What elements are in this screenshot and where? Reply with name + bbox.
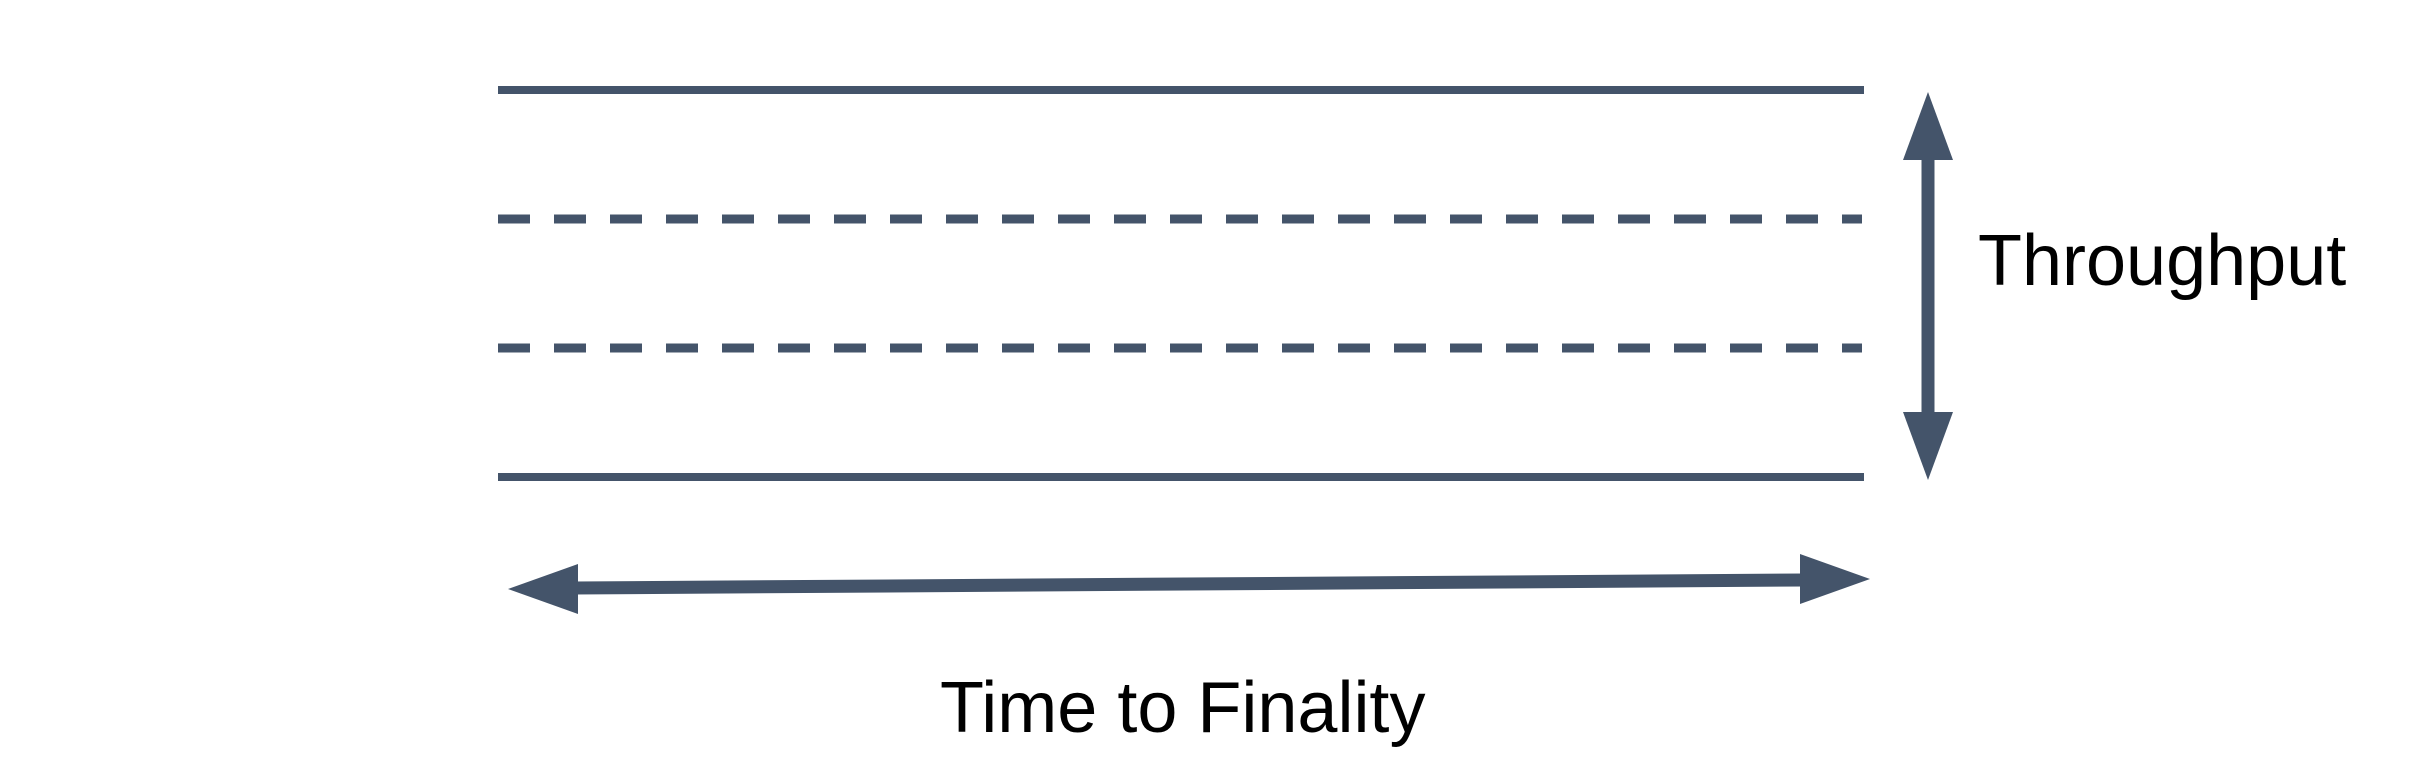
horizontal-arrow-head-left (508, 564, 578, 614)
time-to-finality-label: Time to Finality (940, 668, 1425, 748)
horizontal-arrow-head-right (1800, 554, 1870, 604)
horizontal-arrow-shaft (573, 573, 1805, 595)
vertical-arrow-head-up (1903, 92, 1953, 160)
double-headed-vertical-arrow-icon (1903, 92, 1953, 480)
throughput-label: Throughput (1978, 221, 2346, 301)
double-headed-horizontal-arrow-icon (508, 554, 1870, 614)
vertical-arrow-head-down (1903, 412, 1953, 480)
